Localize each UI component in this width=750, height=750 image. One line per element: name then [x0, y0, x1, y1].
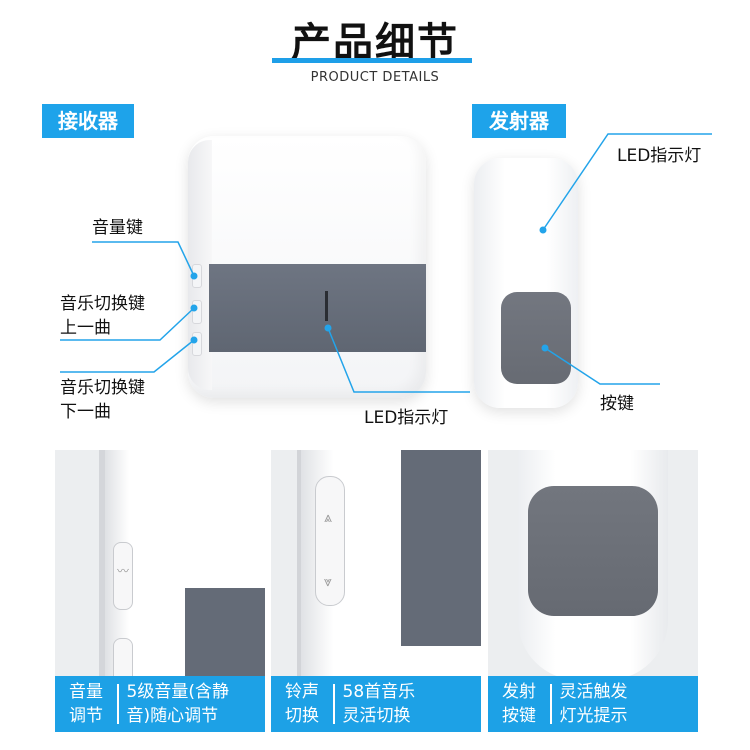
- label-volume-key: 音量键: [92, 218, 143, 238]
- label-music-up-line2: 上一曲: [60, 318, 111, 338]
- caption-left-line2: 按键: [502, 706, 536, 726]
- caption-right-line1: 5级音量(含静: [126, 682, 229, 702]
- page-subtitle: PRODUCT DETAILS: [310, 70, 440, 85]
- callout-tx-led-dot: [539, 226, 547, 234]
- label-music-up-line1: 音乐切换键: [60, 294, 145, 314]
- caption-divider: [117, 684, 119, 724]
- label-tx-led: LED指示灯: [617, 146, 702, 166]
- panel-ringtone-band: [401, 450, 481, 646]
- receiver-led-icon: [325, 291, 328, 321]
- transmitter-tag: 发射器: [472, 104, 566, 138]
- callout-music-down-line: [60, 339, 195, 373]
- panel-volume-band: [185, 588, 265, 680]
- label-rx-led: LED指示灯: [364, 408, 449, 428]
- transmitter-button-icon: [501, 292, 571, 384]
- callout-rx-led-dot: [324, 324, 332, 332]
- callout-tx-led-line: [542, 133, 712, 231]
- callout-volume-dot: [190, 272, 198, 280]
- panel-transmit-caption: 发射 按键 灵活触发 灯光提示: [488, 676, 698, 732]
- caption-left-line2: 调节: [69, 706, 103, 726]
- panel-ringtone-caption: 铃声 切换 58首音乐 灵活切换: [271, 676, 481, 732]
- caption-right-line2: 灯光提示: [559, 706, 628, 726]
- caption-left-line1: 发射: [502, 682, 536, 702]
- panel-ringtone: ⩓ ⩔ 铃声 切换 58首音乐 灵活切换: [271, 450, 481, 732]
- panel-volume-caption: 音量 调节 5级音量(含静 音)随心调节: [55, 676, 265, 732]
- caption-right-line1: 58首音乐: [342, 682, 416, 702]
- caption-right-line2: 音)随心调节: [126, 706, 219, 726]
- callout-music-up-dot: [190, 304, 198, 312]
- transmit-button-closeup-icon: [528, 486, 658, 616]
- label-tx-button: 按键: [600, 394, 634, 414]
- caption-left-line1: 音量: [69, 682, 103, 702]
- next-track-icon: ⩔: [324, 574, 332, 590]
- caption-divider: [550, 684, 552, 724]
- label-music-down-line1: 音乐切换键: [60, 378, 145, 398]
- receiver-gray-band: [209, 264, 426, 352]
- receiver-tag: 接收器: [42, 104, 134, 138]
- panel-transmit-button: 发射 按键 灵活触发 灯光提示: [488, 450, 698, 732]
- callout-rx-led-line: [327, 327, 470, 393]
- volume-key-closeup-icon: [113, 542, 133, 610]
- sound-wave-icon: 〰: [117, 564, 130, 578]
- caption-right-line1: 灵活触发: [559, 682, 628, 702]
- callout-volume-line: [92, 241, 195, 277]
- music-next-key-icon: [192, 332, 202, 356]
- callout-music-up-line: [60, 307, 195, 341]
- prev-track-icon: ⩓: [324, 510, 332, 526]
- callout-lines: [60, 133, 712, 393]
- music-prev-key-icon: [192, 300, 202, 324]
- panel-volume-edge: [99, 450, 107, 680]
- title-underline: [272, 58, 472, 63]
- caption-divider: [333, 684, 335, 724]
- caption-left-line1: 铃声: [285, 682, 319, 702]
- callout-tx-button-dot: [541, 344, 549, 352]
- label-music-down-line2: 下一曲: [60, 402, 111, 422]
- panel-volume: 〰 音量 调节 5级音量(含静 音)随心调节: [55, 450, 265, 732]
- caption-left-line2: 切换: [285, 706, 319, 726]
- callout-music-down-dot: [190, 336, 198, 344]
- music-keys-closeup-icon: [315, 476, 345, 606]
- caption-right-line2: 灵活切换: [342, 706, 411, 726]
- callout-tx-button-line: [544, 347, 660, 385]
